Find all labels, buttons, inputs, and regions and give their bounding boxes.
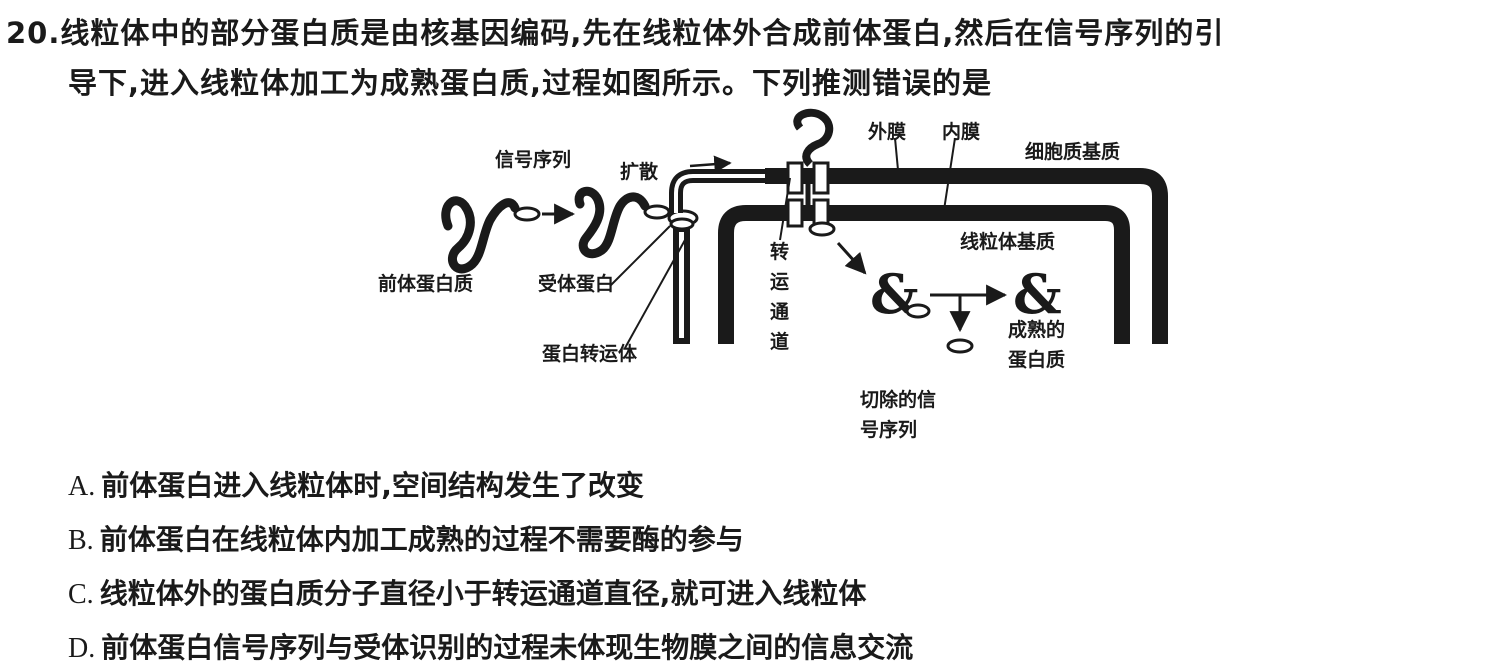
label-outer-membrane: 外膜	[868, 120, 906, 143]
label-signal-sequence: 信号序列	[495, 148, 571, 171]
mature-protein-glyph: &	[1013, 262, 1062, 326]
option-d[interactable]: D.前体蛋白信号序列与受体识别的过程未体现生物膜之间的信息交流	[68, 626, 913, 666]
receptor-bound-protein-shape	[574, 186, 650, 259]
signal-sequence-1	[513, 206, 541, 222]
option-b-letter: B.	[68, 525, 94, 556]
outer-membrane	[765, 168, 1168, 344]
label-mature-1: 成熟的	[1008, 318, 1065, 341]
label-inner-membrane: 内膜	[942, 120, 980, 143]
option-b[interactable]: B.前体蛋白在线粒体内加工成熟的过程不需要酶的参与	[68, 518, 744, 558]
question-text-1: 线粒体中的部分蛋白质是由核基因编码,先在线粒体外合成前体蛋白,然后在信号序列的引	[60, 16, 1225, 50]
label-cytoplasm-matrix: 细胞质基质	[1025, 140, 1120, 163]
option-a-letter: A.	[68, 471, 96, 502]
label-channel-2: 运	[770, 271, 789, 293]
question-text-2: 导下,进入线粒体加工为成熟蛋白质,过程如图所示。下列推测错误的是	[68, 66, 993, 100]
label-mature-2: 蛋白质	[1008, 348, 1065, 371]
label-receptor-protein: 受体蛋白	[538, 272, 614, 295]
arrow-into-matrix	[836, 241, 867, 275]
precursor-protein-shape	[441, 196, 520, 274]
cleaved-signal-sequence	[946, 338, 974, 354]
signal-sequence-attached	[905, 303, 931, 319]
label-channel-4: 道	[770, 330, 789, 353]
label-precursor-protein: 前体蛋白质	[378, 272, 473, 295]
option-d-letter: D.	[68, 633, 96, 664]
option-a[interactable]: A.前体蛋白进入线粒体时,空间结构发生了改变	[68, 464, 644, 504]
mitochondrial-import-diagram: & & 信号序列 扩散 外膜 内膜 细胞质基质 线粒体基质 前体蛋白质 受体蛋白…	[378, 108, 1168, 441]
option-c[interactable]: C.线粒体外的蛋白质分子直径小于转运通道直径,就可进入线粒体	[68, 572, 866, 612]
option-c-letter: C.	[68, 579, 94, 610]
label-mito-matrix: 线粒体基质	[960, 230, 1055, 253]
label-channel-1: 转	[770, 240, 789, 263]
option-d-text: 前体蛋白信号序列与受体识别的过程未体现生物膜之间的信息交流	[101, 631, 914, 664]
label-transport-protein: 蛋白转运体	[542, 342, 638, 365]
option-b-text: 前体蛋白在线粒体内加工成熟的过程不需要酶的参与	[99, 523, 744, 556]
label-cut-1: 切除的信	[860, 388, 936, 411]
diffusion-arrow	[689, 155, 732, 173]
inner-membrane	[718, 205, 1130, 344]
label-diffusion: 扩散	[620, 160, 658, 183]
transport-channel	[786, 108, 836, 237]
label-cut-2: 号序列	[860, 418, 917, 441]
question-stem-line-1: 20.线粒体中的部分蛋白质是由核基因编码,先在线粒体外合成前体蛋白,然后在信号序…	[6, 10, 1224, 52]
question-number: 20.	[6, 16, 61, 50]
signal-sequence-2	[643, 204, 671, 220]
label-channel-3: 通	[770, 301, 790, 323]
question-stem-line-2: 导下,进入线粒体加工为成熟蛋白质,过程如图所示。下列推测错误的是	[68, 60, 992, 102]
option-c-text: 线粒体外的蛋白质分子直径小于转运通道直径,就可进入线粒体	[99, 577, 867, 610]
option-a-text: 前体蛋白进入线粒体时,空间结构发生了改变	[101, 469, 644, 502]
